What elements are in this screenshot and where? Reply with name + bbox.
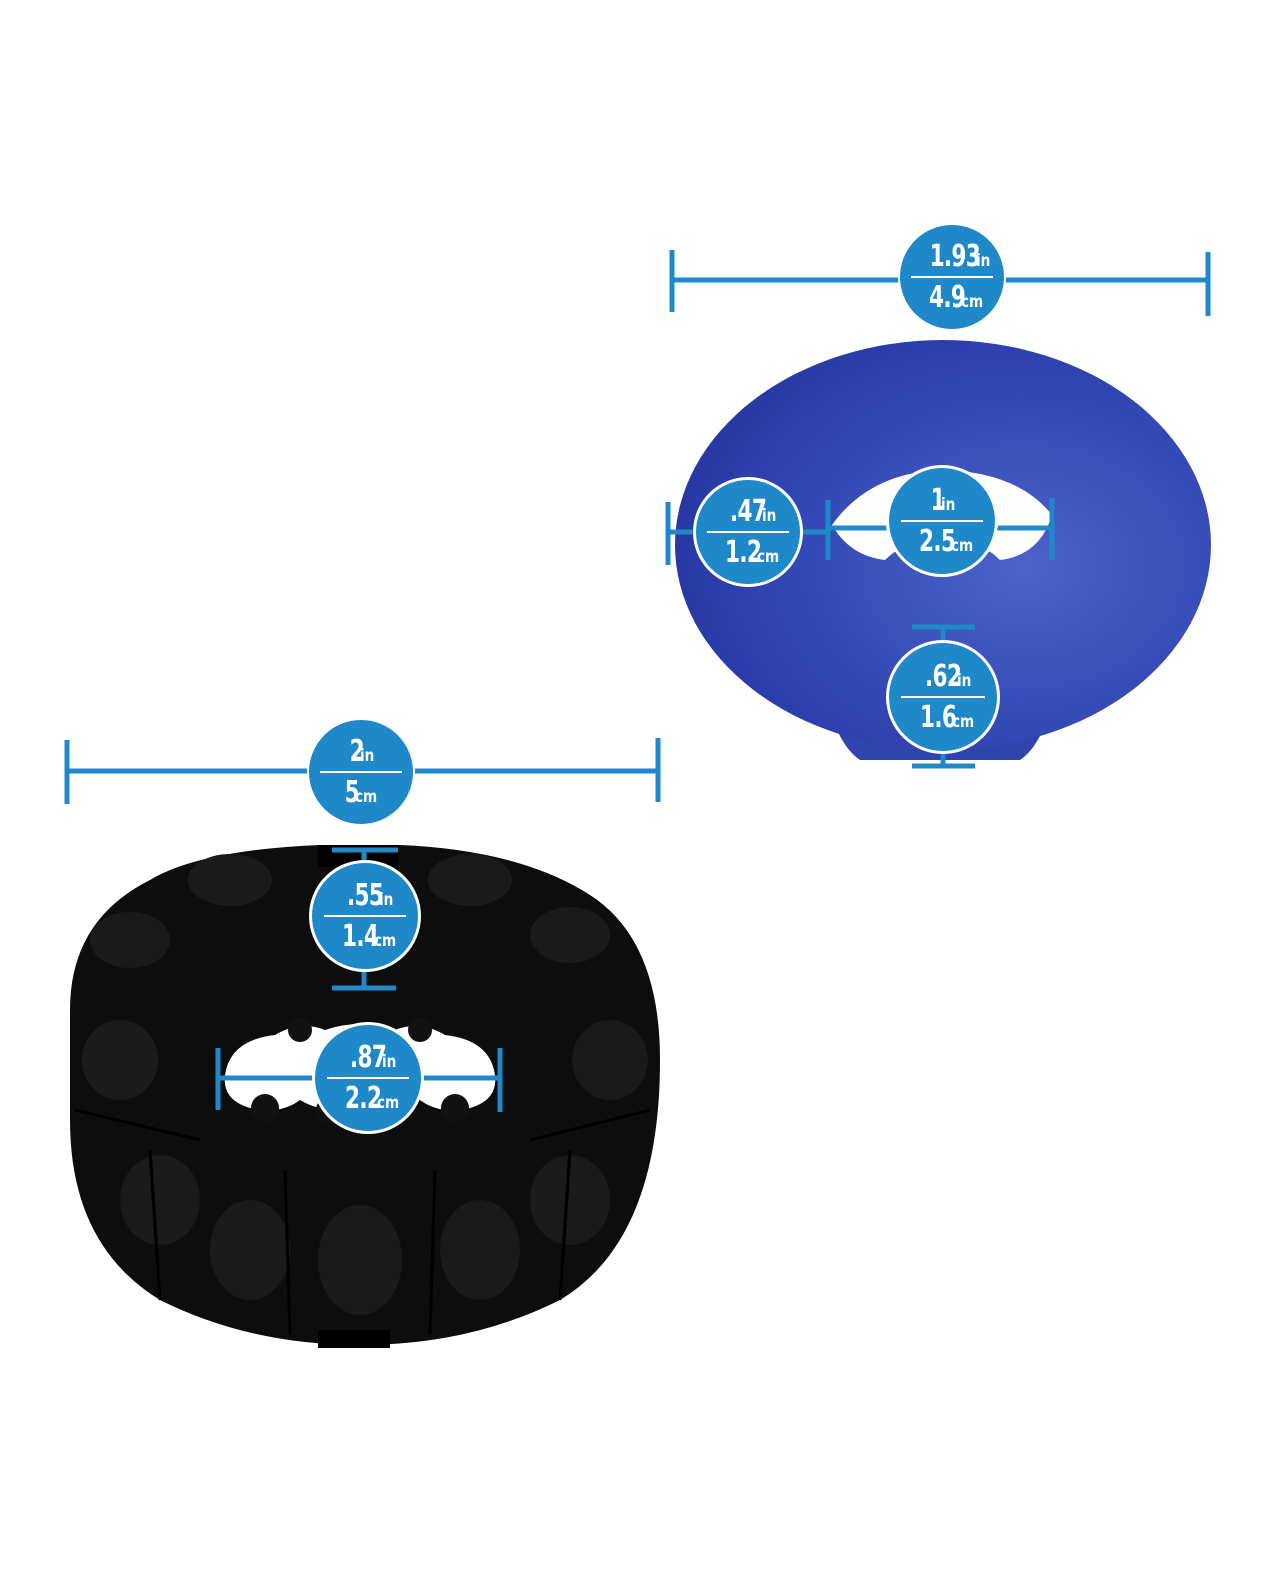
value-in: .55 — [346, 877, 384, 913]
unit-cm: cm — [757, 546, 780, 567]
value-cm: 4.9 — [929, 279, 966, 315]
unit-cm: cm — [374, 930, 397, 951]
value-in: 1 — [930, 482, 946, 518]
fraction-rule — [900, 519, 984, 522]
value-cm: 2.5 — [919, 523, 956, 559]
value-in: .62 — [924, 658, 962, 694]
value-in: .87 — [349, 1039, 387, 1075]
fraction-rule — [707, 530, 789, 533]
unit-cm: cm — [377, 1092, 400, 1113]
value-in: 2 — [349, 733, 365, 769]
fraction-rule — [900, 695, 986, 698]
value-in: .47 — [729, 493, 767, 529]
unit-in: in — [382, 1051, 397, 1072]
unit-cm: cm — [961, 291, 984, 312]
black-ring-grooves — [74, 1108, 651, 1336]
unit-in: in — [762, 505, 777, 526]
black-ring-tread — [82, 854, 648, 1315]
unit-cm: cm — [952, 711, 975, 732]
fraction-rule — [326, 1076, 410, 1079]
black-ring-bottom-tab — [318, 1330, 390, 1348]
fraction-rule — [320, 770, 402, 773]
value-cm: 1.2 — [725, 534, 762, 570]
unit-cm: cm — [951, 535, 974, 556]
unit-in: in — [957, 670, 972, 691]
value-cm: 1.6 — [920, 699, 957, 735]
unit-cm: cm — [355, 786, 378, 807]
value-cm: 1.4 — [342, 918, 379, 954]
fraction-rule — [323, 914, 407, 917]
value-in: 1.93 — [929, 238, 981, 274]
value-cm: 2.2 — [345, 1080, 382, 1116]
fraction-rule — [911, 275, 993, 278]
unit-in: in — [359, 745, 375, 766]
value-cm: 5 — [344, 774, 360, 810]
unit-in: in — [976, 250, 991, 271]
unit-in: in — [940, 494, 956, 515]
unit-in: in — [379, 889, 394, 910]
